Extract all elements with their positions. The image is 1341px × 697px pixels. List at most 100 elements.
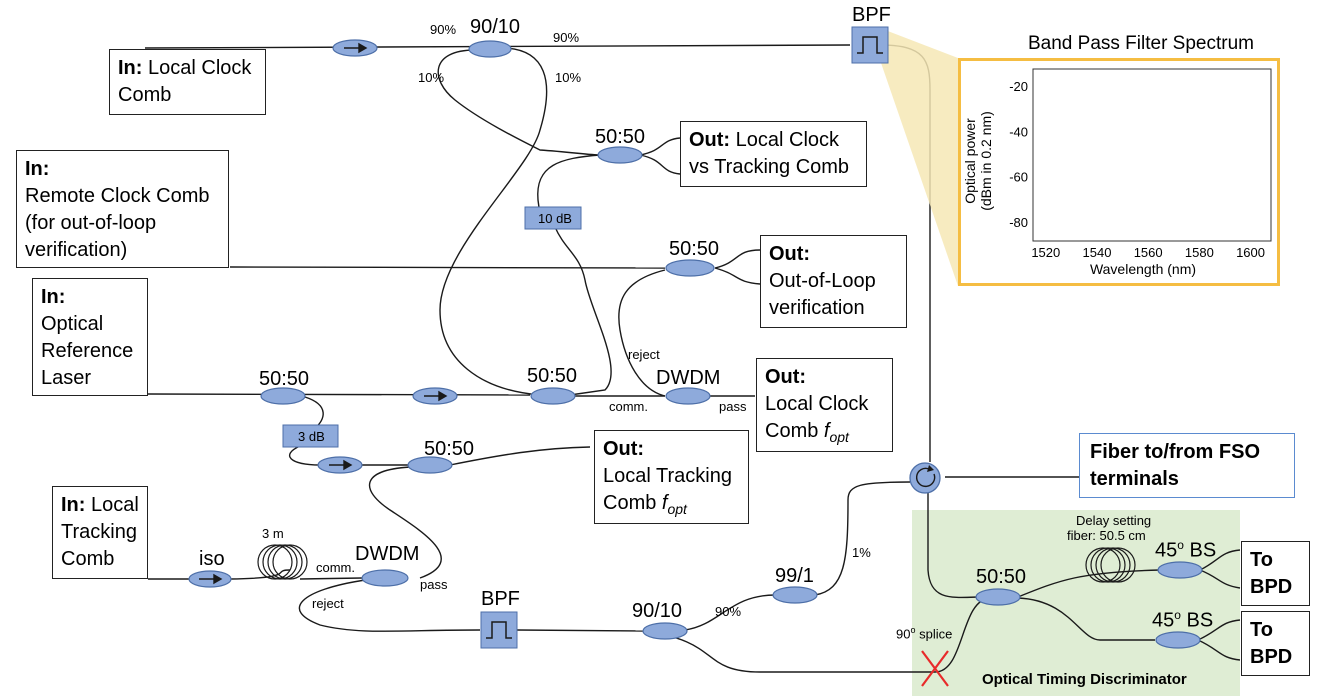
chart-xtick-label: 1520 — [1031, 245, 1060, 260]
label-bpf-top: BPF — [852, 4, 891, 26]
label-10pct-b: 10% — [555, 70, 582, 85]
box-fiber-fso: Fiber to/from FSO terminals — [1079, 433, 1295, 498]
fiber-5050c-dwdm — [368, 466, 442, 579]
fiber-att10-down — [554, 226, 612, 396]
chart-frame — [1032, 68, 1272, 242]
label-comm-bottom: comm. — [316, 560, 355, 575]
label-delay-2: fiber: 50.5 cm — [1067, 528, 1146, 543]
fiber-circ-odt — [927, 492, 979, 599]
label-90pct-b: 90% — [553, 30, 580, 45]
chart-xtick-label: 1560 — [1134, 245, 1163, 260]
fiber-5050b-out2 — [714, 267, 761, 285]
fiber-5050b-reject — [618, 269, 666, 397]
coil-delay-icon — [1085, 547, 1136, 583]
label-5050-ref: 50:50 — [259, 368, 310, 390]
coupler-991 — [772, 586, 818, 604]
label-reject-bottom: reject — [312, 596, 344, 611]
chart-title: Band Pass Filter Spectrum — [1028, 33, 1254, 54]
fiber-odt-bs2 — [1017, 597, 1155, 641]
box-in-local-tracking: In: Local Tracking Comb — [52, 486, 148, 579]
label-90pct-a: 90% — [430, 22, 457, 37]
fiber-5050a-out1 — [639, 137, 681, 156]
label-reject-top: reject — [628, 347, 660, 362]
fiber-reject-bpf — [298, 579, 481, 632]
fiber-bs2-out2 — [1197, 639, 1241, 661]
coupler-5050-odt — [975, 588, 1021, 606]
coupler-9010-bottom — [642, 622, 688, 640]
label-odt-title: Optical Timing Discriminator — [982, 671, 1187, 688]
fiber-coil-out — [299, 577, 363, 580]
label-comm-top: comm. — [609, 399, 648, 414]
chart-axes: 1520 1540 1560 1580 1600 -20 -40 -60 -80 — [1009, 68, 1272, 260]
fiber-10pct-right — [439, 47, 548, 396]
fiber-5050a-out2 — [639, 154, 681, 175]
label-5050-a: 50:50 — [595, 126, 646, 148]
bpf-top-icon — [851, 26, 889, 64]
label-bpf-bottom: BPF — [481, 588, 520, 610]
label-1pct: 1% — [852, 545, 871, 560]
fiber-9010-splice — [644, 597, 991, 673]
fiber-att3-down — [288, 445, 321, 466]
chart-ylabel-1: Optical power — [962, 118, 978, 204]
label-5050-c: 50:50 — [424, 438, 475, 460]
label-10db: 10 dB — [538, 211, 572, 226]
label-5050-odt: 50:50 — [976, 566, 1027, 588]
isolator-arrows — [199, 42, 448, 585]
fiber-remote — [229, 266, 666, 269]
label-3m: 3 m — [262, 526, 284, 541]
fiber-bs1-out1 — [1199, 549, 1241, 571]
fiber-5050a-att10 — [537, 154, 601, 216]
box-out-out-of-loop: Out: Out-of-Loop verification — [760, 235, 907, 328]
coupler-5050-b — [665, 259, 715, 277]
fiber-5050c-out — [449, 446, 591, 466]
chart-ylabel-2: (dBm in 0.2 nm) — [978, 111, 994, 211]
label-9010-top: 90/10 — [470, 16, 521, 38]
attenuator-10db — [524, 206, 582, 230]
chart-ytick-label: -20 — [1009, 79, 1028, 94]
box-out-local-tracking-fopt: Out: Local Tracking Comb fopt — [594, 430, 749, 524]
coupler-5050-ref — [260, 387, 306, 405]
chart-xtick-label: 1600 — [1236, 245, 1265, 260]
label-90pct-c: 90% — [715, 604, 742, 619]
box-out-local-clock-fopt: Out: Local Clock Comb fopt — [756, 358, 893, 452]
label-9010-bottom: 90/10 — [632, 600, 683, 622]
zoom-wedge — [880, 28, 958, 286]
coupler-5050-mid — [530, 387, 576, 405]
dwdm-top — [665, 387, 711, 405]
chart-xtick-label: 1540 — [1083, 245, 1112, 260]
label-pass-bottom: pass — [420, 577, 448, 592]
label-5050-b: 50:50 — [669, 238, 720, 260]
fiber-9010-991 — [684, 594, 776, 631]
coil-3m-icon — [257, 544, 308, 580]
label-bs-2: 45o BS — [1152, 608, 1214, 632]
label-bs-1: 45o BS — [1155, 538, 1217, 562]
chart-xtick-label: 1580 — [1185, 245, 1214, 260]
bs-1 — [1157, 561, 1203, 579]
fiber-bs2-out1 — [1197, 619, 1241, 641]
coupler-5050-a — [597, 146, 643, 164]
label-splice: 90o splice — [896, 625, 953, 642]
odt-panel — [912, 510, 1240, 696]
coupler-9010-top — [468, 40, 512, 58]
fiber-bs1-out2 — [1199, 569, 1241, 589]
circulator-icon — [909, 462, 941, 494]
fiber-reference — [147, 393, 531, 396]
chart-ytick-label: -40 — [1009, 124, 1028, 139]
label-5050-d: 50:50 — [527, 365, 578, 387]
chart-ytick-label: -60 — [1009, 170, 1028, 185]
fiber-odt-bs1 — [1017, 569, 1161, 598]
chart-ytick-label: -80 — [1009, 215, 1028, 230]
bpf-bottom-icon — [480, 611, 518, 649]
fiber-ref-att3 — [304, 396, 324, 429]
label-dwdm-bottom: DWDM — [355, 543, 420, 565]
couplers — [188, 39, 1203, 649]
label-10pct-a: 10% — [418, 70, 445, 85]
label-dwdm-top: DWDM — [656, 367, 721, 389]
splice-x-icon — [921, 650, 949, 687]
